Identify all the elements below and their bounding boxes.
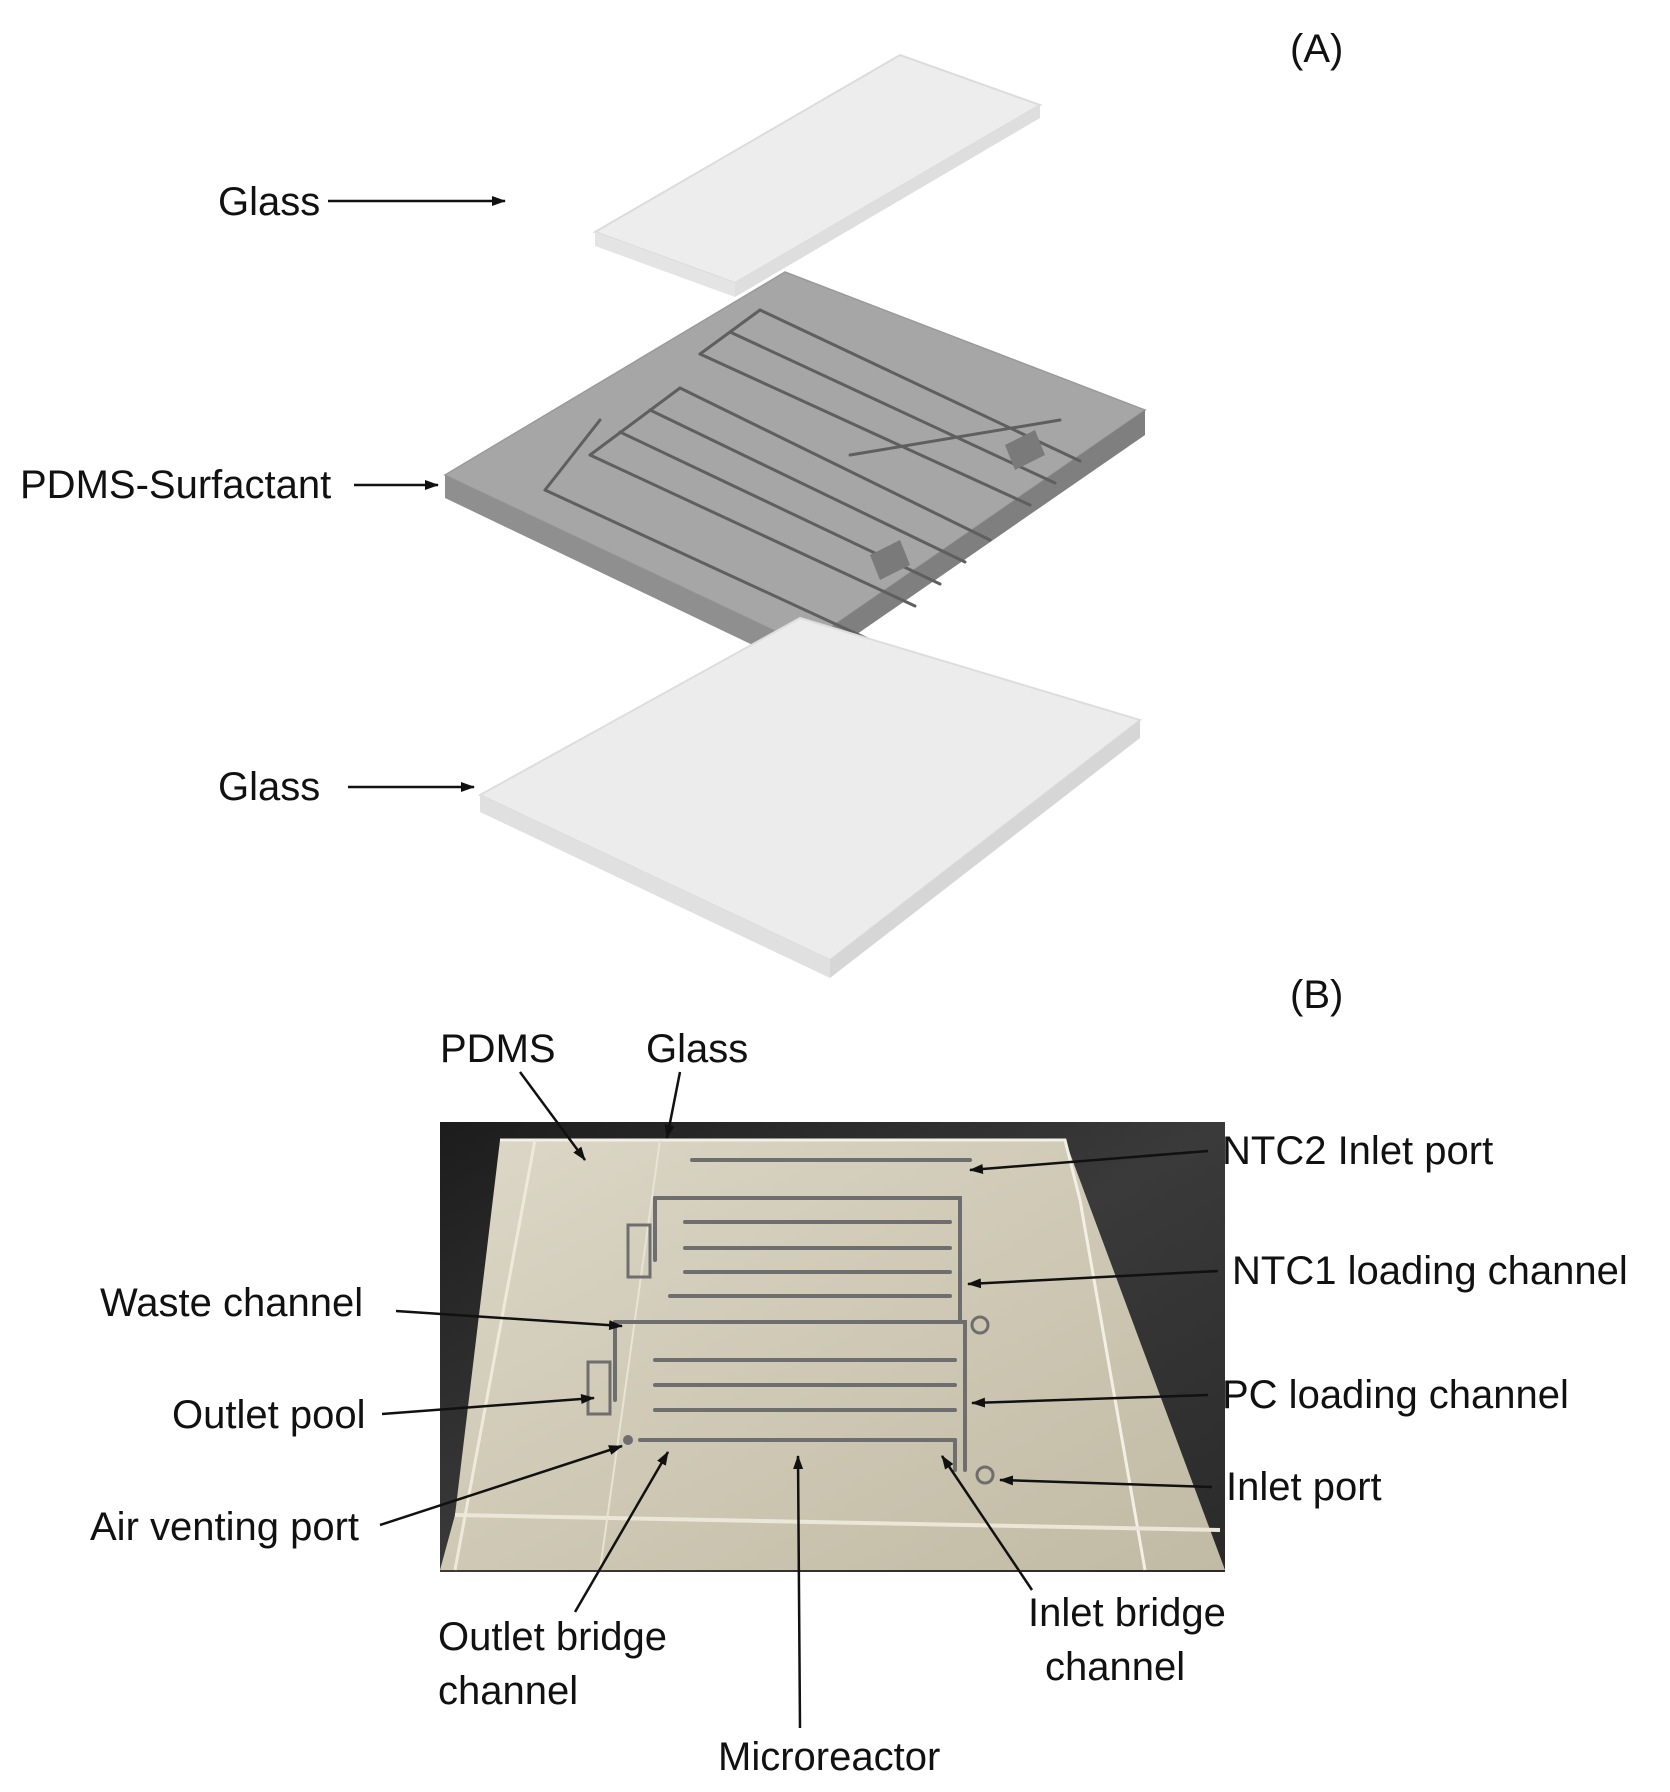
label-glass: Glass: [646, 1027, 748, 1071]
label-pdms: PDMS: [440, 1027, 556, 1071]
arrow-outlet-bridge-channel: [573, 1451, 670, 1613]
label-ntc1-loading-channel: NTC1 loading channel: [1232, 1249, 1628, 1293]
arrow-waste-channel: [395, 1309, 623, 1331]
panel-a-label: (A): [1290, 27, 1343, 71]
label-outlet-pool: Outlet pool: [172, 1393, 365, 1437]
top-glass-slide: [592, 53, 1043, 297]
pdms-surfactant-layer: [443, 271, 1147, 670]
arrow-pc-loading-channel: [971, 1393, 1209, 1408]
label-pdms-surfactant: PDMS-Surfactant: [20, 463, 331, 507]
panel-b-label: (B): [1290, 973, 1343, 1017]
pdms-microchannels: [543, 308, 1082, 642]
photo-inlet-port-upper: [970, 1315, 990, 1335]
arrow-ntc2-inlet-port: [969, 1149, 1209, 1174]
arrow-outlet-pool: [381, 1393, 595, 1416]
bottom-glass-slide: [477, 616, 1143, 978]
arrow-inlet-port: [999, 1475, 1213, 1489]
label-bottom-glass: Glass: [218, 765, 320, 809]
label-waste-channel: Waste channel: [100, 1281, 363, 1325]
pdms-pool-lower: [870, 540, 910, 580]
arrow-ntc1-loading-channel: [967, 1269, 1219, 1289]
pdms-pool-upper: [1005, 430, 1045, 470]
arrow-air-venting-port: [379, 1444, 623, 1527]
label-inlet-bridge-channel-2: channel: [1045, 1645, 1185, 1689]
arrow-glass: [664, 1071, 682, 1139]
label-inlet-port: Inlet port: [1226, 1465, 1382, 1509]
arrow-pdms: [518, 1071, 587, 1161]
arrow-microreactor: [793, 1455, 804, 1729]
photo-pool-upper: [626, 1223, 652, 1279]
label-outlet-bridge-channel-1: Outlet bridge: [438, 1615, 667, 1659]
photo-air-vent: [623, 1435, 633, 1445]
photo-outlet-pool: [586, 1360, 612, 1416]
label-microreactor: Microreactor: [718, 1735, 940, 1779]
label-pc-loading-channel: PC loading channel: [1222, 1373, 1569, 1417]
photo-inlet-port: [975, 1465, 995, 1485]
label-air-venting-port: Air venting port: [90, 1505, 359, 1549]
photo-microchannels: [613, 1158, 972, 1472]
label-top-glass: Glass: [218, 180, 320, 224]
label-ntc2-inlet-port: NTC2 Inlet port: [1222, 1129, 1493, 1173]
label-outlet-bridge-channel-2: channel: [438, 1669, 578, 1713]
label-inlet-bridge-channel-1: Inlet bridge: [1028, 1591, 1226, 1635]
arrow-inlet-bridge-channel: [940, 1455, 1034, 1591]
device-photo: [440, 1122, 1225, 1572]
